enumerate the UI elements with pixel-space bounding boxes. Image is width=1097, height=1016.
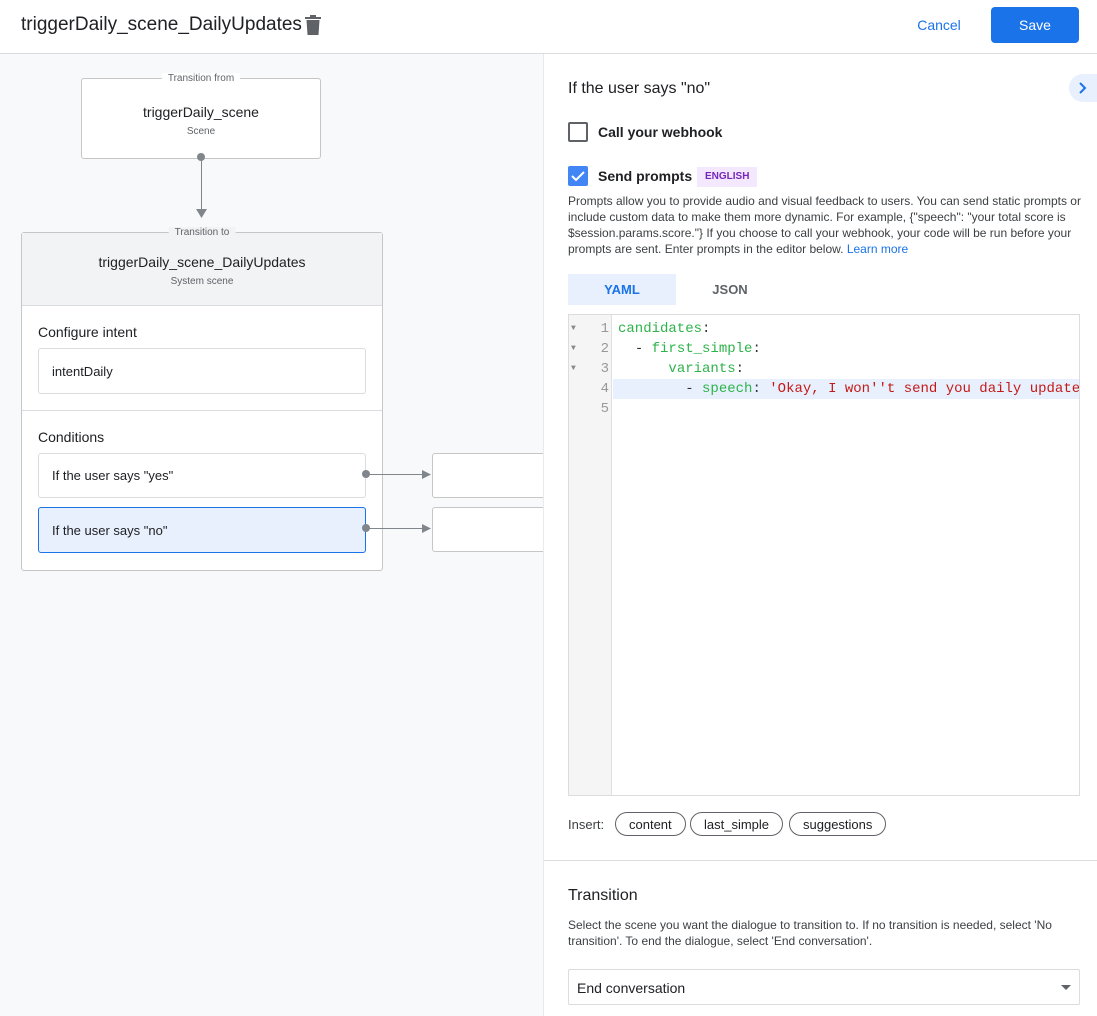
configure-intent-label: Configure intent (38, 324, 137, 340)
send-prompts-checkbox[interactable] (568, 166, 588, 186)
conditions-label: Conditions (38, 429, 105, 445)
save-button[interactable]: Save (991, 7, 1079, 43)
webhook-checkbox[interactable] (568, 122, 588, 142)
from-scene-name: triggerDaily_scene (143, 104, 259, 120)
tab-json[interactable]: JSON (712, 282, 748, 297)
page-title: triggerDaily_scene_DailyUpdates (21, 14, 302, 35)
colon: : (752, 381, 770, 397)
fold-arrow-icon[interactable]: ▼ (571, 344, 576, 353)
indent (618, 341, 635, 357)
code-line: 5 (569, 399, 1079, 419)
flow-canvas: Transition from triggerDaily_scene Scene… (0, 54, 543, 1016)
panel-wrapper: If the user says "no" Call your webhook … (0, 54, 1097, 1016)
header: triggerDaily_scene_DailyUpdates Cancel S… (0, 0, 1097, 54)
dropdown-arrow-icon (1061, 985, 1071, 990)
dash: - (685, 381, 703, 397)
description-text: Prompts allow you to provide audio and v… (568, 194, 1081, 256)
indent (618, 361, 668, 377)
transition-from-legend: Transition from (161, 73, 241, 84)
transition-title: Transition (568, 887, 638, 904)
transition-select[interactable]: End conversation (568, 969, 1080, 1005)
insert-chip-last-simple[interactable]: last_simple (690, 812, 784, 836)
check-icon (571, 171, 585, 182)
learn-more-link[interactable]: Learn more (846, 242, 909, 256)
connector-line (366, 528, 426, 529)
code-line: ▼ 3 variants: (569, 359, 1079, 379)
language-badge: ENGLISH (697, 167, 758, 187)
indent (618, 381, 685, 397)
dash: - (634, 341, 652, 357)
transition-selected-value: End conversation (577, 980, 686, 996)
arrow-down-icon (196, 209, 207, 218)
yaml-key: speech (702, 381, 753, 397)
transition-to-card: Transition to triggerDaily_scene_DailyUp… (21, 227, 383, 571)
yaml-key: candidates (618, 321, 703, 337)
line-number: 4 (600, 381, 609, 397)
fold-arrow-icon[interactable]: ▼ (571, 364, 576, 373)
to-scene-type: System scene (170, 276, 234, 287)
target-scene-no[interactable] (432, 507, 543, 552)
connector-line (201, 157, 202, 212)
intent-field[interactable]: intentDaily (38, 348, 366, 394)
code-editor[interactable]: ▼ 1 candidates: ▼ 2 - first_simple: ▼ 3 varian… (568, 314, 1080, 796)
fold-arrow-icon[interactable]: ▼ (571, 324, 576, 333)
prompts-description: Prompts allow you to provide audio and v… (568, 193, 1083, 257)
transition-to-legend: Transition to (168, 227, 236, 238)
arrow-right-icon (422, 470, 431, 479)
yaml-key: variants (668, 361, 736, 377)
chevron-right-icon (1079, 82, 1087, 94)
code-line: ▼ 2 - first_simple: (569, 339, 1079, 359)
webhook-label: Call your webhook (598, 124, 723, 140)
insert-chip-suggestions[interactable]: suggestions (789, 812, 887, 836)
detail-panel: If the user says "no" Call your webhook … (543, 54, 1097, 1016)
yaml-value: 'Okay, I won''t send you daily update (769, 381, 1080, 397)
colon: : (752, 341, 761, 357)
insert-label: Insert: (568, 817, 605, 832)
line-number: 3 (600, 361, 609, 377)
tab-yaml[interactable]: YAML (568, 274, 676, 305)
code-line: 4 - speech: 'Okay, I won''t send you dai… (569, 379, 1080, 399)
transition-from-card[interactable]: Transition from triggerDaily_scene Scene (81, 73, 321, 159)
cancel-button[interactable]: Cancel (904, 8, 974, 42)
colon: : (735, 361, 745, 377)
condition-yes[interactable]: If the user says "yes" (38, 453, 366, 498)
transition-description: Select the scene you want the dialogue t… (568, 918, 1052, 948)
yaml-key: first_simple (651, 341, 753, 357)
insert-chip-content[interactable]: content (615, 812, 686, 836)
connector-line (366, 474, 426, 475)
collapse-panel-button[interactable] (1069, 74, 1097, 102)
to-scene-name: triggerDaily_scene_DailyUpdates (98, 254, 306, 270)
arrow-right-icon (422, 524, 431, 533)
divider (544, 860, 1097, 861)
line-number: 5 (600, 401, 609, 417)
condition-no[interactable]: If the user says "no" (38, 507, 366, 553)
from-scene-type: Scene (186, 126, 216, 137)
target-scene-yes[interactable] (432, 453, 543, 498)
code-line: ▼ 1 candidates: (569, 319, 1079, 339)
line-number: 2 (600, 341, 609, 357)
colon: : (702, 321, 711, 337)
trash-icon[interactable] (305, 15, 321, 35)
send-prompts-label: Send prompts (598, 168, 693, 184)
editor-gutter (569, 315, 612, 795)
panel-title: If the user says "no" (568, 80, 711, 97)
active-line-highlight (613, 379, 1079, 399)
line-number: 1 (600, 321, 609, 337)
